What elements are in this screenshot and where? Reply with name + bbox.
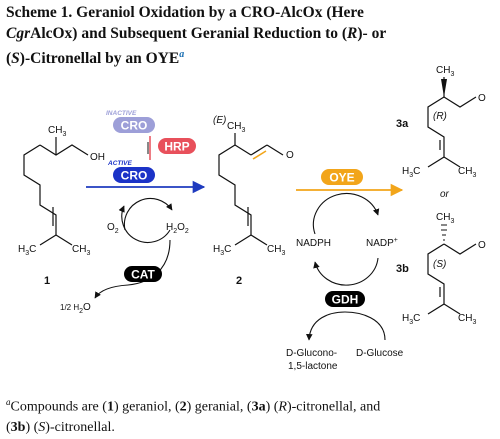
footnote-text-8: )-citronellal. — [45, 419, 115, 435]
title-italic-cgr: Cgr — [6, 25, 31, 42]
nadph-label: NADPH — [296, 238, 331, 249]
cro-active-label: CRO — [121, 169, 148, 183]
footnote-text-6: ( — [6, 419, 11, 435]
footnote-text-2: ) geraniol, ( — [113, 399, 180, 415]
scheme-title: Scheme 1. Geraniol Oxidation by a CRO-Al… — [6, 2, 496, 69]
cat-label: CAT — [131, 268, 155, 282]
h2o2-label: H2O2 — [166, 222, 189, 235]
catalase-arrow — [94, 239, 171, 299]
compound-3a-label: 3a — [396, 118, 409, 130]
title-line-2-end: )- or — [357, 25, 387, 42]
half-water-label: 1/2 H2O — [60, 302, 91, 315]
geraniol-structure — [23, 137, 89, 246]
glucose-oxidation-arrow — [305, 311, 386, 341]
title-footnote-mark: a — [179, 49, 185, 60]
footnote-text-1: Compounds are ( — [10, 399, 107, 415]
footnote-cmpd-2: 2 — [179, 399, 187, 415]
footnote-mark: a — [6, 397, 11, 407]
footnote-cmpd-1: 1 — [106, 399, 114, 415]
s-h3c-label: H3C — [402, 313, 420, 326]
glucose-label: D-Glucose — [356, 348, 404, 359]
gluconolactone-label-2: 1,5-lactone — [288, 361, 338, 372]
title-line-2: AlcOx) and Subsequent Geranial Reduction… — [30, 25, 348, 42]
s-citronellal-structure — [427, 243, 477, 315]
cro-inactive-label: CRO — [121, 119, 148, 133]
nadp-label: NADP+ — [366, 237, 398, 249]
footnote-s: S — [38, 419, 46, 435]
footnote-cmpd-3a: 3a — [251, 399, 266, 415]
footnote-cmpd-3b: 3b — [10, 419, 26, 435]
or-label: or — [440, 189, 450, 200]
geraniol-ch3-label: CH3 — [48, 125, 66, 138]
title-r: R — [347, 25, 358, 42]
active-tag: ACTIVE — [107, 160, 133, 167]
compound-2-label: 2 — [236, 275, 242, 287]
r-wedge — [441, 79, 447, 97]
title-paren: ( — [6, 50, 12, 68]
r-ch3-label: CH3 — [436, 65, 454, 78]
geranial-h3c-label: H3C — [213, 244, 231, 257]
s-o-label: O — [478, 240, 486, 251]
oye-pill — [321, 169, 363, 185]
title-s: S — [11, 50, 20, 68]
geranial-structure — [218, 133, 284, 246]
compound-3b-label: 3b — [396, 263, 409, 275]
footnote-text-7: ) ( — [25, 419, 39, 435]
footnote-r: R — [278, 399, 287, 415]
geranial-ch3-bottom-label: CH3 — [267, 244, 285, 257]
cro-inactive-pill — [113, 117, 155, 133]
r-ch3-bottom-label: CH3 — [458, 166, 476, 179]
inactive-tag: INACTIVE — [106, 110, 137, 117]
footnote-text-3: ) geranial, ( — [186, 399, 252, 415]
gdh-label: GDH — [332, 293, 359, 307]
geraniol-h3c-label: H3C — [18, 244, 36, 257]
hrp-label: HRP — [164, 140, 189, 154]
title-line-1: Scheme 1. Geraniol Oxidation by a CRO-Al… — [6, 4, 364, 21]
footnote-text-5: )-citronellal, and — [286, 399, 381, 415]
s-ch3-label: CH3 — [436, 212, 454, 225]
h2o2-regeneration-arrow — [118, 205, 171, 243]
s-stereo-label: (S) — [433, 259, 446, 270]
e-label: (E) — [213, 115, 226, 126]
nadp-regeneration-arrow — [313, 257, 379, 286]
s-ch3-bottom-label: CH3 — [458, 313, 476, 326]
geraniol-oh-label: OH — [90, 152, 105, 163]
compound-1-label: 1 — [44, 275, 50, 287]
footnote-text-4: ) ( — [265, 399, 279, 415]
title-line-3: )-Citronellal by an OYE — [19, 50, 180, 68]
o2-label: O2 — [107, 222, 119, 235]
r-h3c-label: H3C — [402, 166, 420, 179]
gluconolactone-label-1: D-Glucono- — [286, 348, 337, 359]
gdh-pill — [325, 291, 365, 307]
hrp-pill — [158, 138, 196, 154]
cro-active-pill — [113, 167, 155, 183]
oye-label: OYE — [329, 171, 354, 185]
o2-consumption-arrow — [123, 197, 173, 231]
scheme-footnote: aCompounds are (1) geraniol, (2) gerania… — [6, 392, 496, 438]
s-hash-bond — [441, 224, 447, 241]
r-o-label: O — [478, 93, 486, 104]
cat-pill — [124, 266, 162, 282]
geraniol-ch3-bottom-label: CH3 — [72, 244, 90, 257]
geranial-o-label: O — [286, 150, 294, 161]
nadph-oxidation-arrow — [312, 192, 380, 235]
geranial-ch3-label: CH3 — [227, 121, 245, 134]
r-citronellal-structure — [427, 77, 477, 168]
r-stereo-label: (R) — [433, 111, 447, 122]
